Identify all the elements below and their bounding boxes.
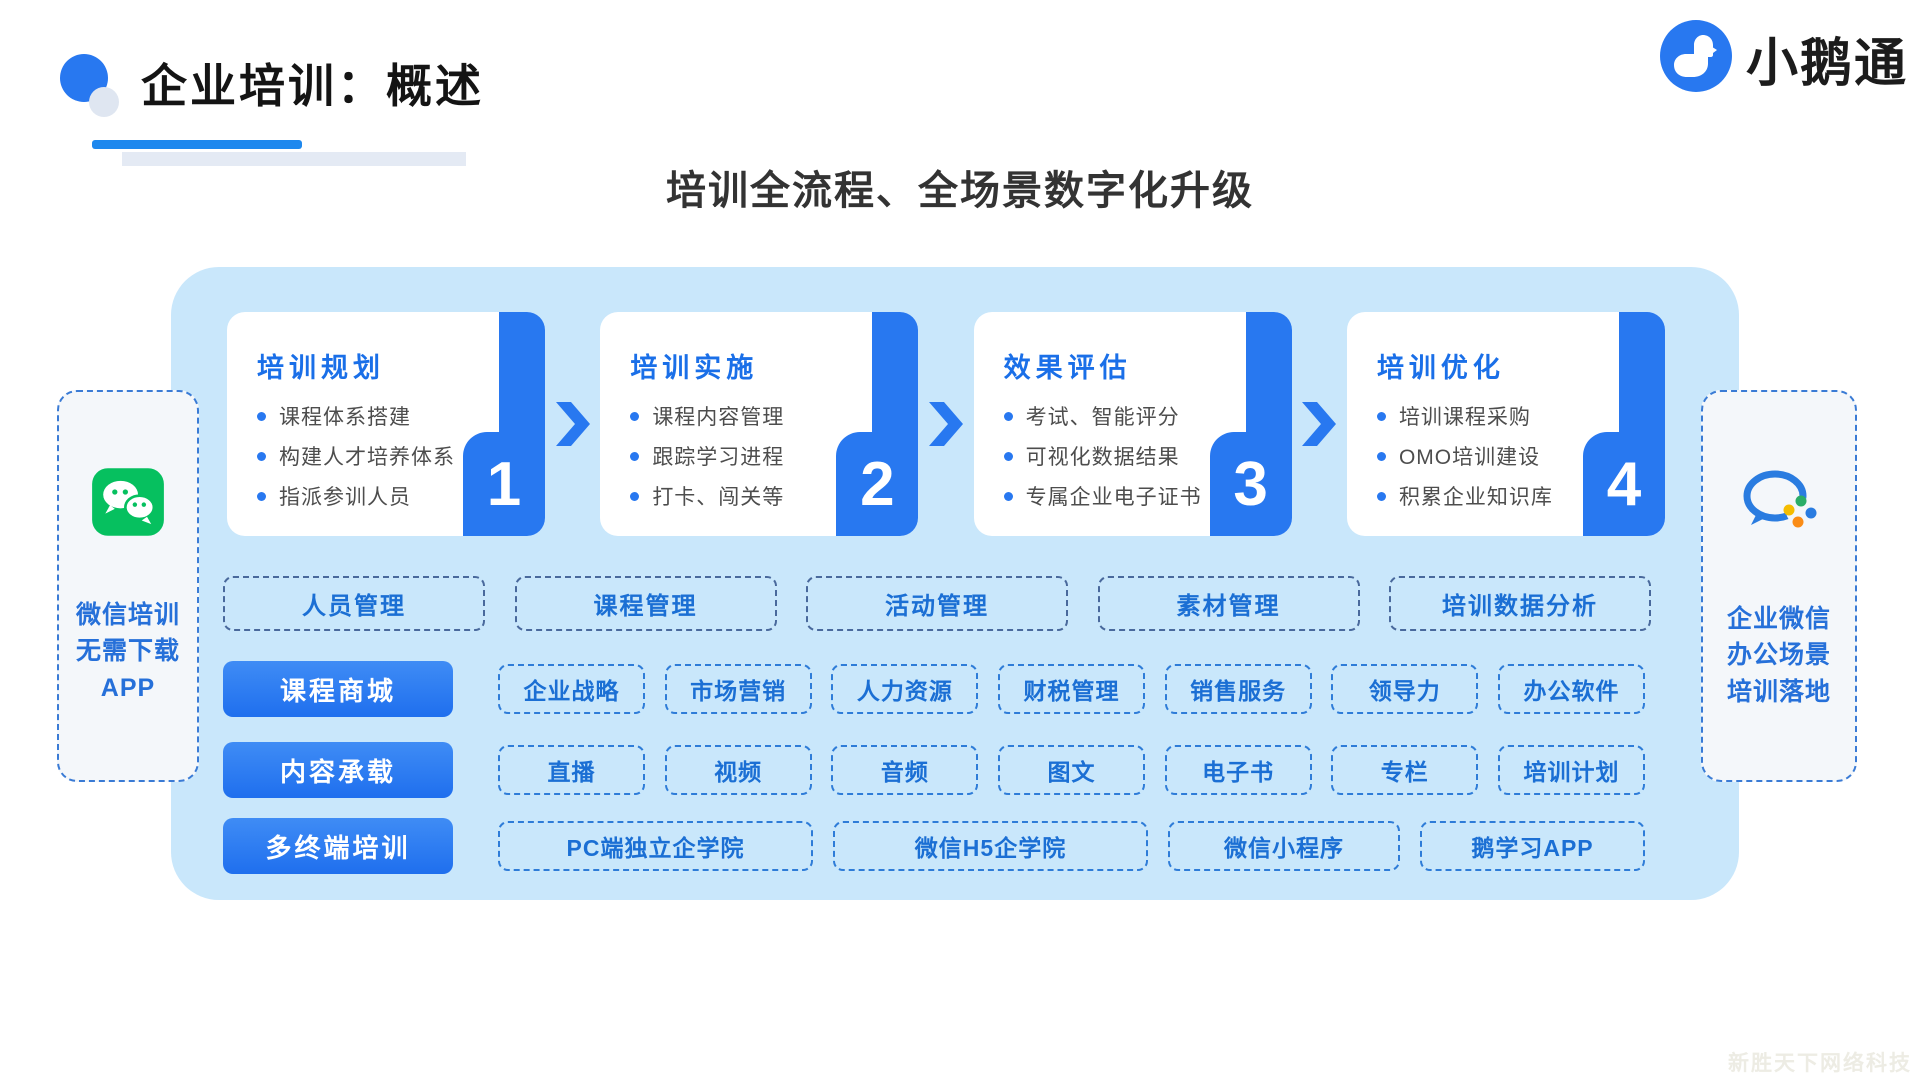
chips-content: 直播 视频 音频 图文 电子书 专栏 培训计划	[498, 745, 1645, 795]
step-card-2: 2 培训实施 课程内容管理 跟踪学习进程 打卡、闯关等	[600, 312, 919, 536]
xiaoetong-logo: 小鹅通	[1660, 20, 1908, 97]
step-card-3: 3 效果评估 考试、智能评分 可视化数据结果 专属企业电子证书	[973, 312, 1292, 536]
bullet-item: 课程体系搭建	[257, 401, 487, 431]
wecom-side-label: 企业微信 办公场景 培训落地	[1726, 605, 1831, 706]
card-blue-strip	[1245, 312, 1292, 444]
chip: 办公软件	[1497, 664, 1645, 714]
card-blue-strip	[499, 312, 545, 444]
chip: 直播	[498, 745, 645, 795]
step-title: 培训规划	[257, 353, 385, 383]
feature-row-content: 内容承载 直播 视频 音频 图文 电子书 专栏 培训计划	[223, 742, 1651, 798]
step-bullets: 培训课程采购 OMO培训建设 积累企业知识库	[1376, 401, 1607, 511]
step-card-1: 1 培训规划 课程体系搭建 构建人才培养体系 指派参训人员	[227, 312, 545, 536]
chips-terminal: PC端独立企学院 微信H5企学院 微信小程序 鹅学习APP	[498, 821, 1645, 871]
bullet-item: 积累企业知识库	[1376, 481, 1607, 511]
wechat-side-box: 微信培训 无需下载 APP	[57, 390, 199, 782]
chip: 市场营销	[664, 664, 812, 714]
chip: 图文	[997, 745, 1145, 795]
bullet-dot-icon	[630, 451, 640, 461]
steps-row: 1 培训规划 课程体系搭建 构建人才培养体系 指派参训人员 2 培训实施 课程内…	[227, 312, 1665, 536]
bullet-item: 打卡、闯关等	[630, 481, 860, 511]
wechat-icon	[90, 464, 166, 545]
step-title: 效果评估	[1003, 353, 1132, 383]
bullet-dot-icon	[1003, 491, 1013, 501]
bullet-dot-icon	[1003, 411, 1013, 421]
management-row: 人员管理 课程管理 活动管理 素材管理 培训数据分析	[223, 576, 1651, 631]
logo-text: 小鹅通	[1746, 35, 1909, 93]
bullet-item: OMO培训建设	[1376, 441, 1607, 471]
management-box-course: 课程管理	[514, 576, 777, 631]
chip: 微信H5企学院	[833, 821, 1148, 871]
chip: 企业战略	[498, 664, 645, 714]
bullet-dot-icon	[1376, 451, 1386, 461]
chip: 视频	[664, 745, 812, 795]
step-number: 4	[1582, 432, 1665, 536]
step-number: 2	[836, 432, 919, 536]
chevron-right-icon	[1302, 402, 1337, 446]
step-title: 培训优化	[1376, 353, 1505, 383]
chevron-right-icon	[555, 402, 590, 446]
title-underline-bar	[92, 140, 302, 149]
bullet-dot-icon	[630, 491, 640, 501]
management-box-material: 素材管理	[1097, 576, 1360, 631]
watermark-text: 新胜天下网络科技	[1728, 1052, 1912, 1075]
chip: 培训计划	[1497, 745, 1645, 795]
xiaoetong-goose-icon	[1660, 20, 1732, 97]
chevron-right-icon	[928, 402, 963, 446]
chip: 人力资源	[831, 664, 979, 714]
chips-course-mall: 企业战略 市场营销 人力资源 财税管理 销售服务 领导力 办公软件	[498, 664, 1645, 714]
chip: 专栏	[1331, 745, 1479, 795]
bullet-item: 指派参训人员	[257, 481, 487, 511]
bullet-dot-icon	[1376, 491, 1386, 501]
bullet-dot-icon	[257, 451, 266, 461]
bullet-item: 构建人才培养体系	[257, 441, 487, 471]
row-label-course-mall: 课程商城	[223, 661, 453, 717]
row-label-terminal: 多终端培训	[223, 818, 453, 874]
chip: 鹅学习APP	[1420, 821, 1645, 871]
slide-subtitle: 培训全流程、全场景数字化升级	[666, 169, 1254, 213]
management-box-activity: 活动管理	[806, 576, 1068, 631]
chip: PC端独立企学院	[498, 821, 813, 871]
step-bullets: 课程体系搭建 构建人才培养体系 指派参训人员	[257, 401, 487, 511]
bullet-item: 培训课程采购	[1376, 401, 1607, 431]
bullet-dot-icon	[1376, 411, 1386, 421]
title-accent-small-circle-icon	[89, 87, 119, 117]
bullet-item: 课程内容管理	[630, 401, 860, 431]
page-title: 企业培训：概述	[141, 60, 484, 112]
bullet-dot-icon	[257, 411, 266, 421]
bullet-item: 专属企业电子证书	[1003, 481, 1234, 511]
management-box-analytics: 培训数据分析	[1389, 576, 1651, 631]
card-blue-strip	[872, 312, 919, 444]
chip: 电子书	[1164, 745, 1312, 795]
chip: 财税管理	[997, 664, 1145, 714]
wecom-icon	[1733, 464, 1825, 549]
bullet-item: 跟踪学习进程	[630, 441, 860, 471]
bullet-item: 考试、智能评分	[1003, 401, 1234, 431]
step-bullets: 课程内容管理 跟踪学习进程 打卡、闯关等	[630, 401, 860, 511]
feature-row-terminal: 多终端培训 PC端独立企学院 微信H5企学院 微信小程序 鹅学习APP	[223, 818, 1651, 874]
feature-row-course-mall: 课程商城 企业战略 市场营销 人力资源 财税管理 销售服务 领导力 办公软件	[223, 661, 1651, 717]
step-number: 3	[1209, 432, 1292, 536]
card-blue-strip	[1618, 312, 1665, 444]
management-box-people: 人员管理	[223, 576, 485, 631]
chip: 微信小程序	[1168, 821, 1400, 871]
chip: 音频	[831, 745, 979, 795]
step-bullets: 考试、智能评分 可视化数据结果 专属企业电子证书	[1003, 401, 1234, 511]
bullet-dot-icon	[630, 411, 640, 421]
step-card-4: 4 培训优化 培训课程采购 OMO培训建设 积累企业知识库	[1346, 312, 1665, 536]
step-title: 培训实施	[630, 353, 759, 383]
bullet-dot-icon	[257, 491, 266, 501]
title-underline-shadow-bar	[122, 152, 466, 166]
step-number: 1	[463, 432, 545, 536]
chip: 销售服务	[1164, 664, 1312, 714]
bullet-item: 可视化数据结果	[1003, 441, 1234, 471]
row-label-content: 内容承载	[223, 742, 453, 798]
wechat-side-label: 微信培训 无需下载 APP	[75, 601, 180, 702]
wecom-side-box: 企业微信 办公场景 培训落地	[1701, 390, 1857, 782]
chip: 领导力	[1331, 664, 1479, 714]
bullet-dot-icon	[1003, 451, 1013, 461]
